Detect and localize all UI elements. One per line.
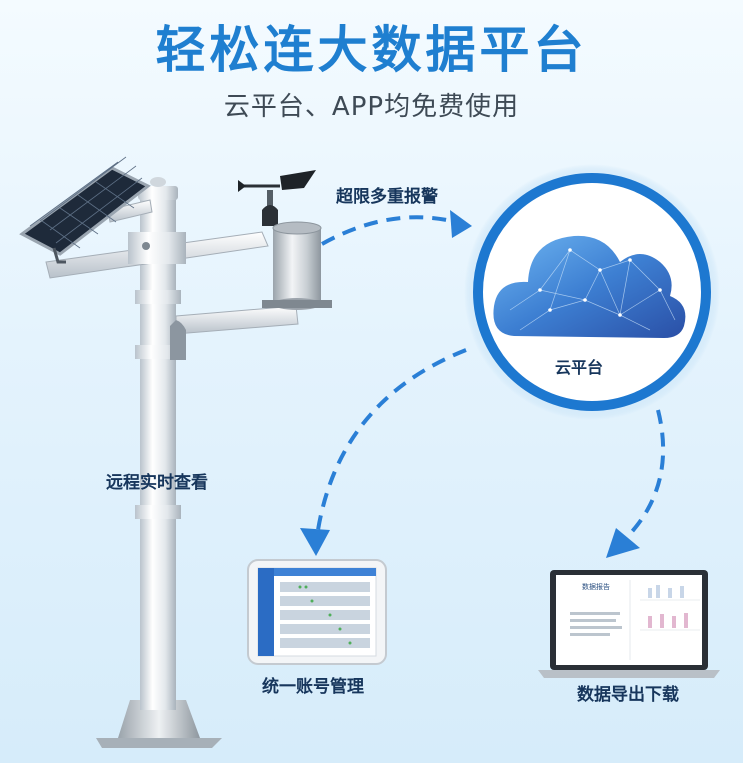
arrow-head-tablet xyxy=(300,528,330,556)
pole-ring-2 xyxy=(135,345,181,359)
tablet-device xyxy=(247,559,387,665)
arrow-cloud-to-tablet xyxy=(316,348,467,531)
arrow-head-cloud xyxy=(450,210,472,238)
arrow-heads xyxy=(300,210,640,558)
pole-ring-1 xyxy=(135,505,181,519)
arrow-cloud-to-laptop xyxy=(618,409,666,546)
wind-vane-icon xyxy=(238,170,316,226)
cloud-icon xyxy=(493,235,686,338)
pole-base-plate xyxy=(96,738,222,748)
remote-view-label: 远程实时查看 xyxy=(106,473,208,493)
lower-arm xyxy=(175,305,299,335)
arrow-head-laptop xyxy=(606,528,640,558)
arrow-station-to-cloud xyxy=(321,215,457,246)
solar-panel-icon xyxy=(19,156,151,264)
page-subtitle: 云平台、APP均免费使用 xyxy=(223,92,520,122)
data-export-label: 数据导出下载 xyxy=(577,685,679,705)
laptop-device xyxy=(538,570,720,678)
pole-top-cap xyxy=(138,186,178,200)
lower-bracket xyxy=(170,320,186,360)
account-management-label: 统一账号管理 xyxy=(262,677,364,697)
cloud-platform-label: 云平台 xyxy=(555,358,604,377)
pole-base xyxy=(118,700,200,738)
rain-gauge-icon xyxy=(262,221,332,310)
laptop-report-title: 数据报告 xyxy=(582,583,610,591)
page-title: 轻松连大数据平台 xyxy=(155,21,588,79)
alarm-label: 超限多重报警 xyxy=(336,187,438,207)
pole-main xyxy=(140,190,176,710)
arm-joint xyxy=(128,232,186,264)
weather-station xyxy=(19,156,332,748)
pole-ring-3 xyxy=(135,290,181,304)
flow-arrows xyxy=(316,215,666,546)
cloud-platform xyxy=(464,164,720,420)
